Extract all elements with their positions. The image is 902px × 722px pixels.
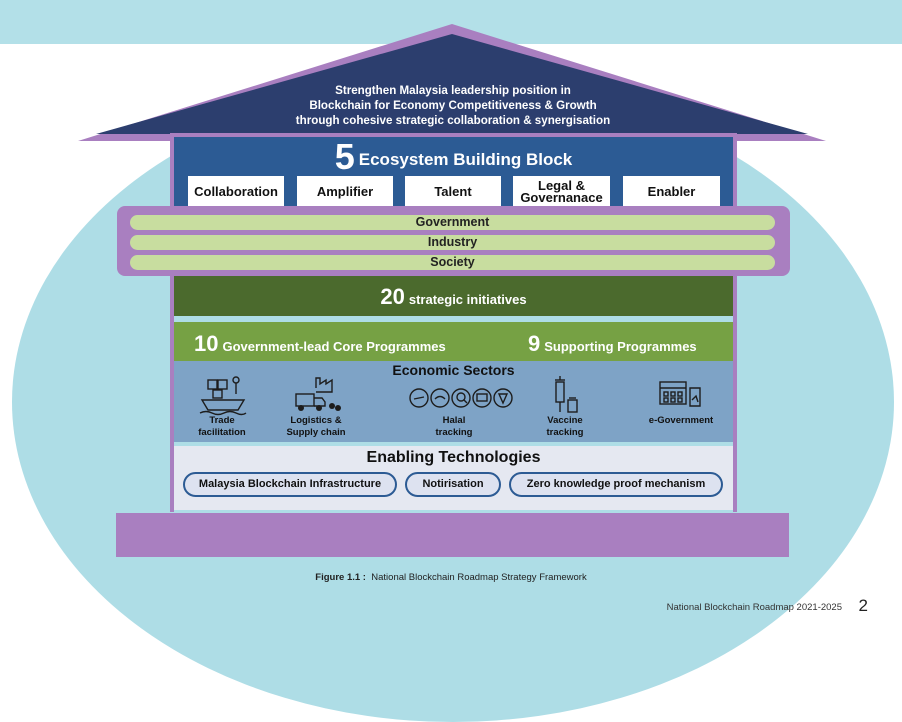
ship-cargo-icon (199, 376, 247, 416)
tech-zero-knowledge-proof: Zero knowledge proof mechanism (509, 472, 723, 497)
house-foundation (116, 513, 789, 557)
core-programmes-label: Government-lead Core Programmes (222, 339, 446, 354)
sector-halal-line1: Halal (442, 415, 466, 426)
footer-title: National Blockchain Roadmap 2021-2025 (666, 602, 842, 613)
sector-trade-line2: facilitation (198, 427, 246, 438)
sector-vaccine-tracking: Vaccine tracking (520, 415, 610, 439)
economic-sectors-panel (174, 361, 733, 442)
sector-vaccine-line1: Vaccine (547, 415, 583, 426)
syringe-icon (555, 376, 578, 413)
building-blocks-label: Ecosystem Building Block (358, 150, 573, 169)
wall-right (733, 276, 737, 512)
block-legal-governance: Legal & Governanace (513, 176, 610, 207)
stakeholder-society: Society (130, 255, 775, 270)
house-roof (78, 24, 826, 141)
building-blocks-number: 5 (334, 136, 355, 177)
sector-trade-line1: Trade (209, 415, 235, 426)
initiatives-number: 20 (380, 284, 405, 309)
caption-text: National Blockchain Roadmap Strategy Fra… (371, 572, 587, 583)
sector-vaccine-line2: tracking (546, 427, 584, 438)
figure-caption: Figure 1.1 : National Blockchain Roadmap… (0, 572, 902, 583)
enabling-technologies-title: Enabling Technologies (366, 449, 541, 466)
initiatives-label: strategic initiatives (408, 292, 527, 307)
sector-egov-line1: e-Government (648, 415, 714, 426)
stakeholder-industry: Industry (130, 235, 775, 250)
sector-halal-line2: tracking (435, 427, 473, 438)
roof-line-1: Strengthen Malaysia leadership position … (335, 84, 571, 97)
roof-line-3: through cohesive strategic collaboration… (295, 114, 611, 127)
economic-sectors-title: Economic Sectors (392, 362, 515, 378)
sector-halal-tracking: Halal tracking (409, 415, 499, 439)
truck-factory-icon (295, 377, 341, 411)
stakeholder-government: Government (130, 215, 775, 230)
roof-line-2: Blockchain for Economy Competitiveness &… (309, 99, 597, 112)
sector-e-government: e-Government (636, 415, 726, 427)
supporting-programmes-label: Supporting Programmes (544, 339, 697, 354)
block-talent: Talent (405, 176, 501, 207)
supporting-programmes-number: 9 (528, 331, 541, 356)
wall-left (170, 276, 174, 512)
tech-notirisation: Notirisation (405, 472, 501, 497)
caption-label: Figure 1.1 : (315, 572, 366, 583)
block-collaboration: Collaboration (188, 176, 284, 207)
tech-blockchain-infrastructure: Malaysia Blockchain Infrastructure (183, 472, 397, 497)
sector-logistics-line1: Logistics & (290, 415, 342, 426)
halal-food-icon (409, 388, 513, 408)
core-programmes-number: 10 (194, 331, 219, 356)
roof-vision-statement: Strengthen Malaysia leadership position … (210, 83, 696, 128)
page-number: 2 (858, 596, 868, 615)
sector-logistics-supply-chain: Logistics & Supply chain (271, 415, 361, 439)
sector-trade-facilitation: Trade facilitation (177, 415, 267, 439)
government-building-icon (659, 381, 701, 407)
block-enabler: Enabler (623, 176, 720, 207)
block-amplifier: Amplifier (297, 176, 393, 207)
sector-logistics-line2: Supply chain (286, 427, 346, 438)
